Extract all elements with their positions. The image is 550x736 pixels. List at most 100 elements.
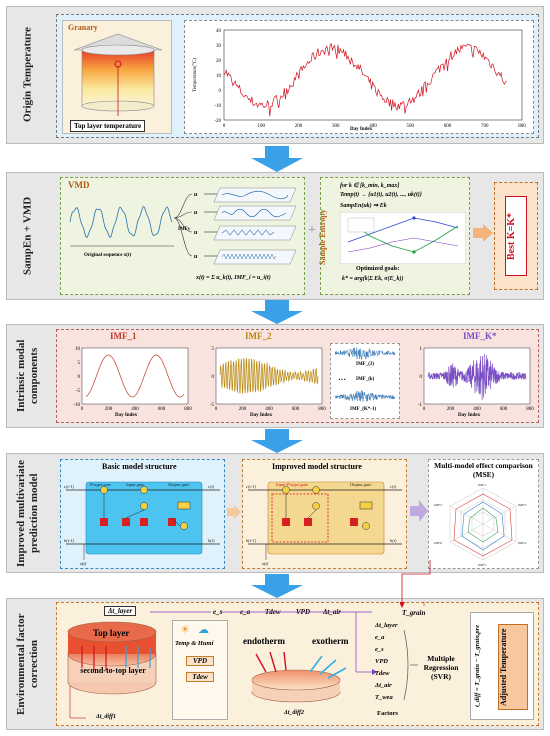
basic-model-title: Basic model structure [102, 462, 177, 471]
imf1-xlabel: Day Index [115, 413, 138, 418]
stage-label-env: Environmental factor correction [14, 613, 40, 715]
svg-text:u: u [194, 192, 198, 198]
delta-diff1: Δt_diff1 [96, 714, 116, 720]
imf-xtick: 400 [265, 407, 273, 412]
plus-icon: + [308, 223, 316, 238]
original-sequence-label: Original sequence x(t) [84, 253, 132, 258]
imfk1-label: IMF_(K*-1) [350, 407, 377, 412]
imf-xtick: 600 [158, 407, 166, 412]
sampen-line-3: SampEn(uk) ⇒ Ek [340, 203, 387, 209]
second-layer-text: second-to-top layer [80, 666, 146, 675]
tdew-box: Tdew [186, 672, 214, 682]
imfk-title: IMF_K* [463, 331, 497, 341]
origin-xtick: 800 [518, 124, 526, 129]
stage-label-vmd: SampEn + VMD [21, 196, 34, 276]
svg-text:IMF2: IMF2 [434, 503, 442, 507]
svg-text:IMF4: IMF4 [518, 541, 526, 545]
lstm-improved-diagram: Input-Forget gate Output gate c(t-1)c(t)… [246, 481, 402, 566]
imfk1-mini-chart [334, 390, 396, 402]
svg-text:x(t): x(t) [261, 561, 269, 566]
imf2-title: IMF_2 [245, 331, 272, 341]
svg-text:h(t-1): h(t-1) [246, 538, 257, 543]
origin-xtick: 700 [481, 124, 489, 129]
delta-layer: Δt_layer [104, 606, 137, 616]
imf-ytick: -10 [73, 403, 80, 408]
factors-to-regression [403, 630, 418, 700]
vmd-title: VMD [68, 180, 90, 190]
original-sequence-series [69, 205, 173, 238]
svg-text:IMFs: IMFs [178, 227, 190, 232]
heat-exchange-illustration [251, 651, 347, 703]
sampen-line-2: Temp(t) → {u1(t), u2(t), ..., uk(t)} [340, 192, 422, 198]
effect-panel [428, 459, 539, 569]
factor-list-item: Δt_air [375, 682, 392, 689]
imf-series [219, 357, 319, 394]
stage-label-origin: Origin Temperature [21, 27, 34, 123]
origin-xtick: 100 [258, 124, 266, 129]
mini-imf-series [334, 390, 396, 402]
top-layer-text: Top layer [93, 628, 130, 638]
flow-arrow-4 [251, 574, 303, 598]
imf3-label: IMF_(3) [356, 362, 375, 367]
sampen-line-1: for k ∈ [k_min, k_max] [340, 183, 400, 189]
factor-list-item: Δt_layer [375, 622, 398, 629]
imf-xtick: 600 [292, 407, 300, 412]
tdiff-formula: t_diff = T_grain − T_grain,pre [474, 624, 481, 708]
imf1-title: IMF_1 [110, 331, 137, 341]
svg-text:Output gate: Output gate [168, 482, 189, 487]
imf-xtick: 0 [423, 407, 426, 412]
lstm-basic-diagram: Forget gate Input gate Output gate c(t-1… [64, 481, 220, 566]
flow-arrow-2 [251, 300, 303, 324]
origin-xlabel: Day Index [350, 127, 373, 132]
imf-series [85, 354, 185, 398]
imf-ytick: 5 [78, 361, 81, 366]
flow-arrow-1 [251, 146, 303, 172]
effect-title: Multi-model effect comparison (MSE) [434, 461, 533, 479]
imf-ytick: -5 [210, 403, 215, 408]
factor-list-item: T_wea [375, 694, 393, 701]
arrow-to-best [473, 224, 493, 242]
imf-xtick: 800 [184, 407, 192, 412]
layers-illustration [67, 621, 157, 695]
svg-text:c(t-1): c(t-1) [246, 484, 256, 489]
factors-label: Factors [377, 710, 398, 717]
flow-arrow-3 [251, 429, 303, 453]
origin-xtick: 600 [444, 124, 452, 129]
imf-ytick: -5 [76, 389, 81, 394]
origin-xtick: 500 [407, 124, 415, 129]
goal-formula: k* = arg(k|Σ Ek, σ(E_k)) [342, 276, 404, 282]
origin-xtick: 400 [369, 124, 377, 129]
original-sequence-chart [69, 205, 174, 247]
imfk-label: IMF_(k) [356, 377, 375, 382]
svg-text:Input-Forget gate: Input-Forget gate [275, 482, 308, 487]
arrow-improved-to-effect [410, 500, 428, 522]
imf-ellipsis: ··· [338, 375, 347, 384]
granary-title: Granary [68, 23, 98, 32]
svg-text:h(t): h(t) [208, 538, 215, 543]
factor-list-item: VPD [375, 658, 388, 665]
temp-humi-label: Temp & Humi [175, 640, 214, 647]
top-layer-label: Top layer temperature [70, 120, 146, 132]
endotherm-label: endotherm [243, 636, 285, 646]
improved-model-title: Improved model structure [272, 462, 362, 471]
imf-xtick: 200 [447, 407, 455, 412]
svg-text:u: u [194, 210, 198, 216]
imf2-xlabel: Day Index [250, 413, 273, 418]
origin-xtick: 200 [295, 124, 303, 129]
factor-list-item: Tdew [375, 670, 390, 677]
imf-xtick: 600 [500, 407, 508, 412]
stage-label-imf: Intrinsic modal components [14, 339, 40, 413]
factor-list-item: e_a [375, 634, 385, 641]
origin-ytick: 30 [216, 44, 222, 49]
imfk-xlabel: Day Index [458, 413, 481, 418]
model-to-tgrain-line [400, 560, 431, 608]
origin-ytick: 10 [216, 74, 222, 79]
vpd-box: VPD [186, 656, 214, 666]
adjusted-temperature: Adjusted Temperature [498, 624, 528, 710]
temp-humi-box [172, 620, 228, 720]
best-k-label: Best K=K* [505, 196, 527, 276]
imf-ytick: 1 [420, 347, 423, 352]
